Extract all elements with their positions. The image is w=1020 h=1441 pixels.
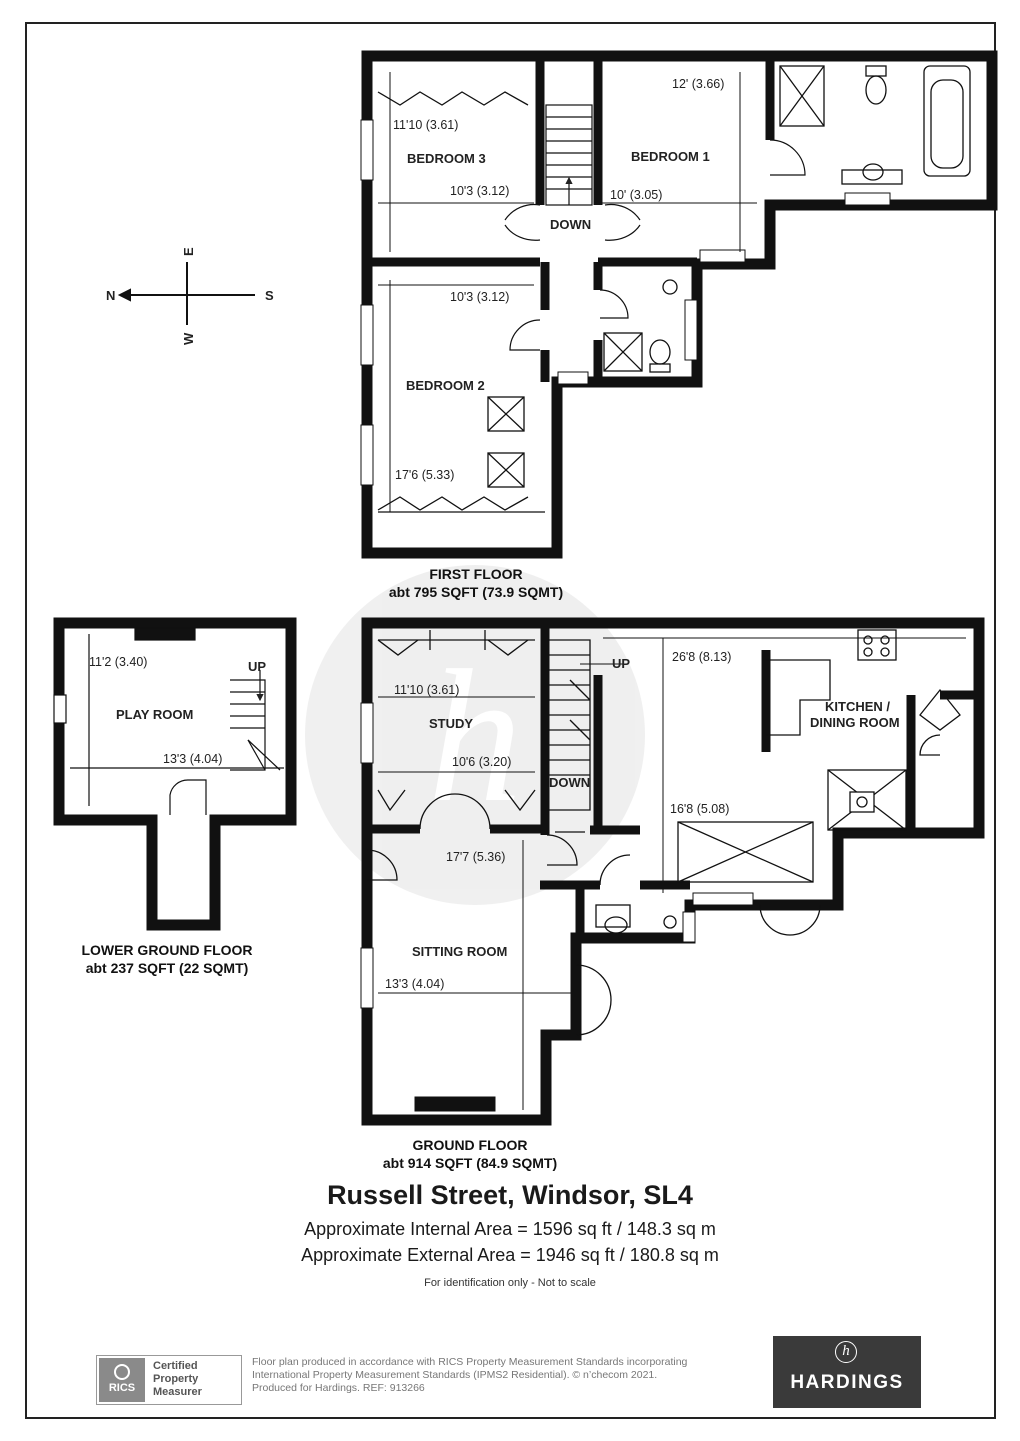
internal-area: Approximate Internal Area = 1596 sq ft /…	[304, 1219, 716, 1239]
first-floor-interior-walls	[367, 56, 775, 382]
lower-ground-details	[53, 627, 284, 815]
room-sitting-room: SITTING ROOM	[412, 944, 507, 959]
rics-logo: RICS	[99, 1358, 145, 1402]
ground-floor-fixtures	[366, 629, 961, 1036]
disclaimer: Floor plan produced in accordance with R…	[252, 1356, 772, 1395]
first-floor-name: FIRST FLOOR	[429, 566, 522, 582]
rics-seal-icon	[114, 1364, 130, 1380]
ground-floor-dimension-lines	[378, 637, 966, 1110]
first-floor-stairs	[504, 104, 806, 351]
ground-floor-name: GROUND FLOOR	[412, 1137, 527, 1153]
dim-play-room-a: 11'2 (3.40)	[89, 655, 147, 669]
room-kitchen-line-2: DINING ROOM	[810, 715, 900, 730]
rics-line-1: Certified	[153, 1360, 198, 1372]
dim-bedroom-1-a: 12' (3.66)	[672, 77, 724, 91]
room-bedroom-1: BEDROOM 1	[631, 149, 710, 164]
disclaimer-line-2: International Property Measurement Stand…	[252, 1369, 658, 1381]
lower-stairs-up: UP	[248, 659, 266, 674]
lower-ground-floor-name: LOWER GROUND FLOOR	[81, 942, 252, 958]
lower-ground-floor-area: abt 237 SQFT (22 SQMT)	[86, 960, 249, 976]
scale-note: For identification only - Not to scale	[424, 1277, 596, 1289]
room-bedroom-2: BEDROOM 2	[406, 378, 485, 393]
first-floor-windows	[360, 119, 891, 486]
first-floor-stairs-down: DOWN	[550, 217, 591, 232]
svg-text:h: h	[428, 632, 523, 842]
dim-sitting-b: 13'3 (4.04)	[385, 977, 444, 991]
room-study: STUDY	[429, 716, 473, 731]
compass-north: N	[106, 288, 115, 303]
first-floor-fixtures	[377, 65, 971, 513]
compass-east: E	[181, 247, 196, 256]
disclaimer-line-1: Floor plan produced in accordance with R…	[252, 1356, 688, 1368]
dim-study-a: 11'10 (3.61)	[394, 683, 459, 697]
dim-bedroom-1-b: 10' (3.05)	[610, 188, 662, 202]
ground-floor-windows	[360, 702, 754, 1112]
lower-ground-walls	[53, 617, 297, 931]
rics-certified-text: Certified Property Measurer	[153, 1360, 202, 1399]
dim-bedroom-2-a: 10'3 (3.12)	[450, 290, 509, 304]
compass	[117, 262, 255, 325]
dim-bedroom-3-a: 11'10 (3.61)	[393, 118, 458, 132]
dim-bedroom-2-b: 17'6 (5.33)	[395, 468, 454, 482]
rics-logo-text: RICS	[108, 1382, 136, 1394]
first-floor-dimension-lines	[378, 72, 757, 512]
hardings-mark-icon: h	[835, 1341, 857, 1363]
rics-badge: RICS Certified Property Measurer	[96, 1355, 242, 1405]
compass-west: W	[181, 332, 196, 345]
compass-south: S	[265, 288, 274, 303]
disclaimer-line-3: Produced for Hardings. REF: 913266	[252, 1382, 425, 1394]
hardings-logo: h HARDINGS	[773, 1336, 921, 1408]
ground-stairs-down: DOWN	[549, 775, 590, 790]
rics-line-3: Measurer	[153, 1386, 202, 1398]
ground-stairs-up: UP	[612, 656, 630, 671]
room-kitchen-line-1: KITCHEN /	[825, 699, 890, 714]
ground-floor-area: abt 914 SQFT (84.9 SQMT)	[383, 1155, 557, 1171]
dim-bedroom-3-b: 10'3 (3.12)	[450, 184, 509, 198]
hardings-wordmark: HARDINGS	[790, 1372, 904, 1393]
property-title: Russell Street, Windsor, SL4	[327, 1180, 693, 1210]
first-floor-walls	[361, 50, 998, 559]
room-bedroom-3: BEDROOM 3	[407, 151, 486, 166]
first-floor-area: abt 795 SQFT (73.9 SQMT)	[389, 584, 563, 600]
dim-kitchen-b: 16'8 (5.08)	[670, 802, 729, 816]
rics-line-2: Property	[153, 1373, 199, 1385]
dim-study-b: 10'6 (3.20)	[452, 755, 511, 769]
ground-floor-interior-walls	[367, 623, 979, 938]
dim-play-room-b: 13'3 (4.04)	[163, 752, 222, 766]
room-play-room: PLAY ROOM	[116, 707, 193, 722]
dim-sitting-a: 17'7 (5.36)	[446, 850, 505, 864]
page-border	[25, 22, 996, 1419]
external-area: Approximate External Area = 1946 sq ft /…	[301, 1245, 719, 1265]
dim-kitchen-a: 26'8 (8.13)	[672, 650, 731, 664]
watermark-logo: h	[305, 565, 645, 905]
